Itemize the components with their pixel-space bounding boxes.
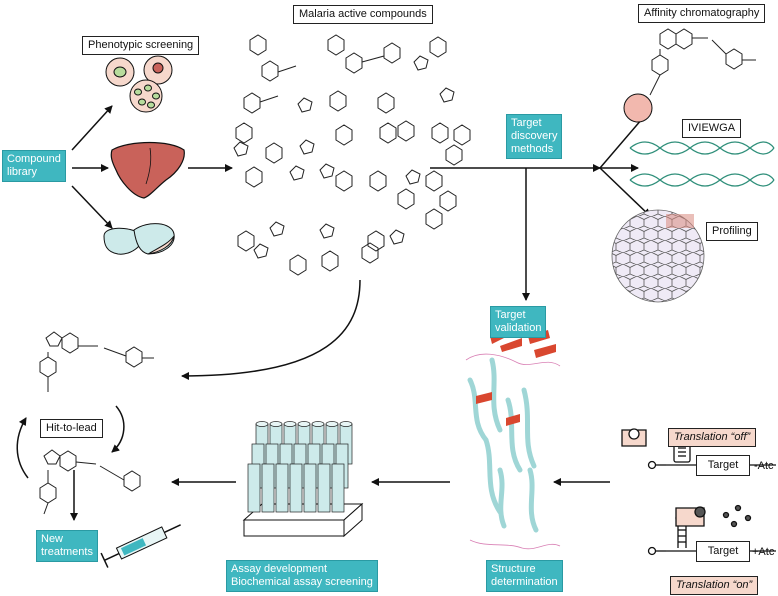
target-gene-box-top: Target [696,455,750,476]
profiling-label: Profiling [706,222,758,241]
target-validation-box: Target validation [490,306,547,338]
affinity-chromatography-label: Affinity chromatography [638,4,766,23]
phenotypic-screening-label: Phenotypic screening [82,36,200,55]
translation-off-label: Translation “off” [668,428,757,447]
flow-arrows [16,105,651,521]
parasite-stage-illustration [103,223,175,255]
microplate-illustration [242,421,364,538]
hit-to-lead-label: Hit-to-lead [40,419,103,438]
riboswitch-constructs [621,428,776,556]
translation-on-label: Translation “on” [670,576,759,595]
new-treatments-box: New treatments [36,530,98,562]
compound-library-box: Compound library [2,150,66,182]
liver-illustration [110,141,185,199]
blood-cells-illustration [105,55,173,113]
syringe-illustration [100,524,181,568]
ivlewga-label: IVIEWGA [682,119,742,138]
protein-structure [465,326,561,550]
minus-atc-label: -Atc [754,460,774,472]
structure-determination-box: Structure determination [486,560,563,592]
malaria-active-compounds-label: Malaria active compounds [293,5,433,24]
profiling-grid [611,209,705,303]
target-discovery-methods-box: Target discovery methods [506,114,563,159]
dna-helices [629,141,775,187]
hit-molecules [39,331,154,515]
target-gene-box-bottom: Target [696,541,750,562]
plus-atc-label: +Atc [752,546,775,558]
compound-structures [233,34,471,276]
assay-development-box: Assay development Biochemical assay scre… [226,560,378,592]
affinity-probe [623,28,756,123]
